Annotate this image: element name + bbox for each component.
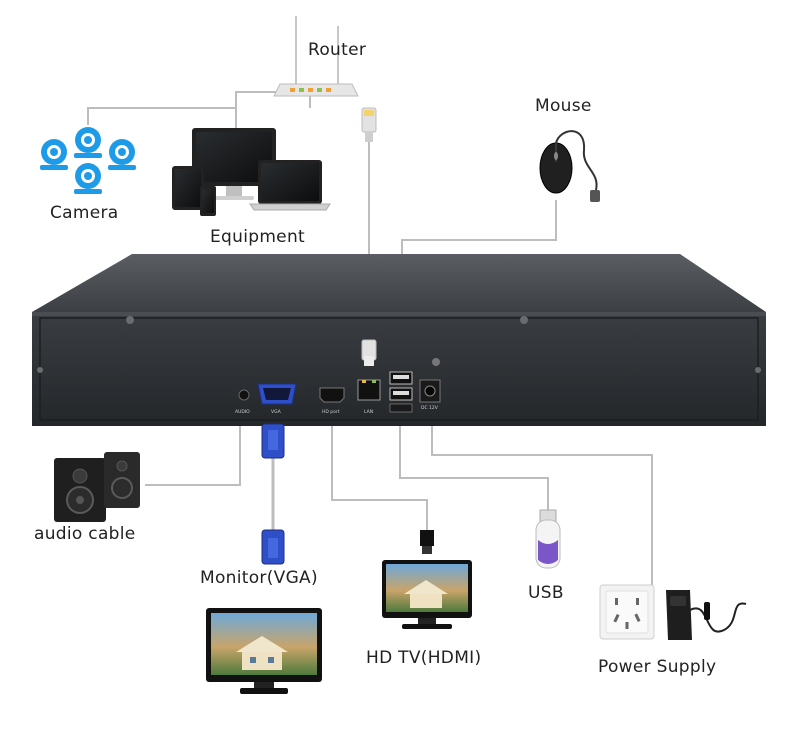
usb-stick-icon bbox=[535, 509, 561, 569]
port-label-audio: AUDIO bbox=[235, 410, 250, 415]
label-usb: USB bbox=[528, 583, 564, 603]
label-equipment: Equipment bbox=[210, 227, 305, 247]
lcd-monitor-icon bbox=[206, 608, 322, 694]
cable-usb bbox=[399, 420, 549, 510]
cable-power bbox=[431, 420, 653, 585]
speaker-icon bbox=[54, 452, 140, 522]
port-label-vga: VGA bbox=[271, 410, 281, 415]
desktop-monitor-icon bbox=[192, 128, 276, 200]
hd-tv-icon bbox=[382, 560, 472, 629]
label-mouse: Mouse bbox=[535, 96, 592, 116]
cable-hdmi bbox=[331, 420, 428, 530]
hdmi-connector-icon bbox=[420, 530, 434, 554]
label-router: Router bbox=[308, 40, 367, 60]
label-audio-cable: audio cable bbox=[34, 524, 136, 544]
hdmi-port bbox=[319, 387, 345, 403]
tablet-icon bbox=[172, 166, 204, 210]
audio-port bbox=[238, 389, 250, 401]
ethernet-plug-icon bbox=[361, 107, 377, 142]
laptop-icon bbox=[249, 160, 331, 211]
port-label-hdmi: HD port bbox=[322, 410, 340, 415]
port-label-dc: DC 12V bbox=[421, 406, 438, 411]
lan-port bbox=[357, 379, 381, 401]
port-label-lan: LAN bbox=[364, 410, 374, 415]
router-icon bbox=[273, 16, 359, 108]
vga-connector-icon bbox=[261, 423, 285, 565]
mouse-icon bbox=[539, 130, 600, 202]
cable-audio bbox=[145, 418, 241, 486]
power-adapter-icon bbox=[666, 590, 747, 640]
label-hd-tv: HD TV(HDMI) bbox=[366, 648, 482, 668]
phone-icon bbox=[200, 186, 216, 216]
label-monitor-vga: Monitor(VGA) bbox=[200, 568, 318, 588]
label-power-supply: Power Supply bbox=[598, 657, 717, 677]
wall-socket-icon bbox=[599, 584, 655, 640]
cable-router-devices bbox=[87, 91, 278, 125]
label-camera: Camera bbox=[50, 203, 119, 223]
nvr-recorder bbox=[32, 254, 766, 426]
camera-icon bbox=[40, 127, 136, 194]
